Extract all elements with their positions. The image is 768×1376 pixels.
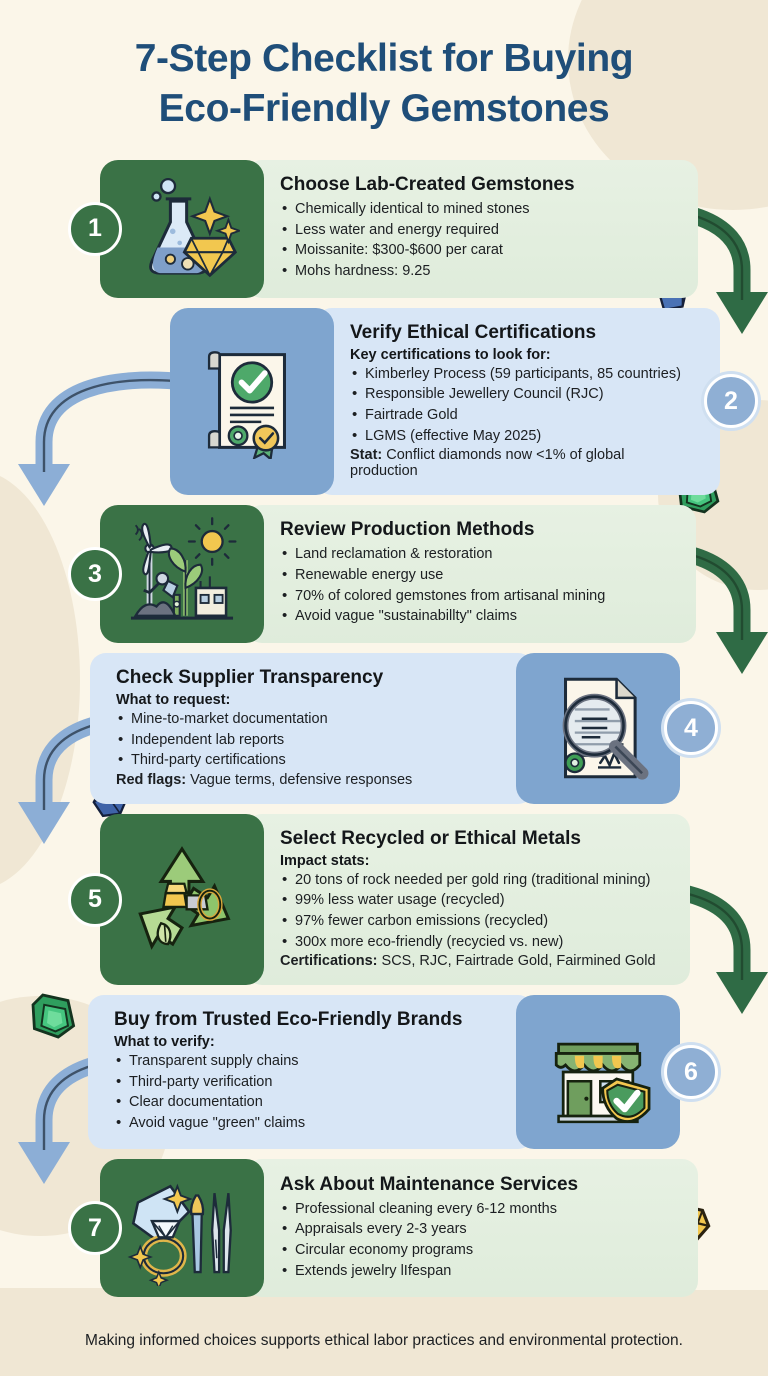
- bullet: 300x more eco-friendly (recycied vs. new…: [280, 931, 664, 953]
- step-footnote-text-4: Vague terms, defensive responses: [190, 771, 413, 788]
- bullet: Appraisals every 2-3 years: [280, 1218, 672, 1240]
- step-7: 7: [68, 1159, 698, 1298]
- step-icon-panel-7: [100, 1159, 264, 1298]
- bullet: Independent lab reports: [116, 729, 500, 751]
- step-bullets-2: Kimberley Process (59 participants, 85 c…: [350, 363, 694, 447]
- ring-cleaning-tools-icon: [127, 1184, 232, 1287]
- step-footnote-text-5: SCS, RJC, Fairtrade Gold, Fairmined Gold: [381, 953, 656, 970]
- bullet: Moissanite: $300-$600 per carat: [280, 239, 672, 261]
- bullet: 70% of colored gemstones from artisanal …: [280, 585, 670, 607]
- bullet: Clear documentation: [114, 1091, 500, 1113]
- step-body-2: Verify Ethical Certifications Key certif…: [316, 307, 720, 496]
- step-icon-panel-2: [170, 307, 334, 496]
- document-magnifier-icon: [562, 678, 649, 781]
- step-bullets-5: 20 tons of rock needed per gold ring (tr…: [280, 869, 664, 953]
- certificate-check-icon: [207, 351, 286, 460]
- step-badge-5: 5: [68, 872, 122, 927]
- step-badge-7: 7: [68, 1201, 122, 1256]
- bullet: Renewable energy use: [280, 564, 670, 586]
- bullet: 97% fewer carbon emissions (recycled): [280, 910, 664, 932]
- header: 7-Step Checklist for Buying Eco-Friendly…: [0, 0, 768, 146]
- step-title-1: Choose Lab-Created Gemstones: [280, 174, 575, 196]
- bullet: Transparent supply chains: [114, 1050, 500, 1072]
- bullet: Mohs hardness: 9.25: [280, 260, 672, 282]
- step-badge-1: 1: [68, 201, 122, 256]
- step-body-6: Buy from Trusted Eco-Friendly Brands Wha…: [88, 995, 534, 1150]
- footer-text: Making informed choices supports ethical…: [85, 1332, 683, 1349]
- step-sublabel-6: What to verify:: [114, 1034, 215, 1051]
- step-6: 6 Buy from: [88, 995, 718, 1150]
- step-title-4: Check Supplier Transparency: [116, 667, 384, 689]
- bullet: Chemically identical to mined stones: [280, 198, 672, 220]
- step-icon-panel-6: [516, 995, 680, 1150]
- step-title-3: Review Production Methods: [280, 519, 535, 541]
- step-icon-panel-5: [100, 813, 264, 986]
- step-footnote-label-5: Certifications:: [280, 953, 378, 970]
- step-body-1: Choose Lab-Created Gemstones Chemically …: [246, 159, 698, 298]
- step-bullets-1: Chemically identical to mined stones Les…: [280, 198, 672, 282]
- recycle-gold-icon: [138, 845, 231, 950]
- bullet: 20 tons of rock needed per gold ring (tr…: [280, 869, 664, 891]
- step-bullets-7: Professional cleaning every 6-12 months …: [280, 1198, 672, 1282]
- step-bullets-4: Mine-to-market documentation Independent…: [116, 708, 500, 771]
- page-title-line2: Eco-Friendly Gemstones: [158, 86, 610, 130]
- bullet: Fairtrade Gold: [350, 404, 694, 426]
- step-footnote-label-4: Red flags:: [116, 771, 187, 788]
- step-icon-panel-1: [100, 159, 264, 298]
- step-title-7: Ask About Maintenance Services: [280, 1173, 579, 1195]
- step-body-5: Select Recycled or Ethical Metals Impact…: [246, 813, 690, 986]
- bullet: Kimberley Process (59 participants, 85 c…: [350, 363, 694, 385]
- bullet: Avoid vague "sustainabillty" claims: [280, 605, 670, 627]
- renewable-industry-icon: [130, 517, 237, 620]
- storefront-shield-icon: [554, 1043, 651, 1124]
- step-badge-6: 6: [664, 1045, 718, 1100]
- bullet: Circular economy programs: [280, 1239, 672, 1261]
- step-footnote-2: Stat: Conflict diamonds now <1% of globa…: [350, 447, 694, 479]
- step-footnote-4: Red flags: Vague terms, defensive respon…: [116, 772, 500, 788]
- step-footnote-5: Certifications: SCS, RJC, Fairtrade Gold…: [280, 953, 664, 969]
- step-icon-panel-4: [516, 653, 680, 804]
- step-footnote-text-2: Conflict diamonds now <1% of global prod…: [350, 447, 625, 480]
- bullet: Avoid vague "green" claims: [114, 1112, 500, 1134]
- step-body-7: Ask About Maintenance Services Professio…: [246, 1159, 698, 1298]
- step-3: 3: [68, 505, 696, 644]
- bullet: Third-party verification: [114, 1071, 500, 1093]
- bullet: Less water and energy required: [280, 219, 672, 241]
- step-badge-4: 4: [664, 701, 718, 756]
- step-4: 4 Check Supplier Tran: [90, 653, 718, 804]
- step-sublabel-4: What to request:: [116, 692, 231, 709]
- bullet: LGMS (effective May 2025): [350, 425, 694, 447]
- step-badge-3: 3: [68, 547, 122, 602]
- bullet: Extends jewelry lIfespan: [280, 1260, 672, 1282]
- step-bullets-6: Transparent supply chains Third-party ve…: [114, 1050, 500, 1134]
- bullet: Third-party certifications: [116, 749, 500, 771]
- step-title-6: Buy from Trusted Eco-Friendly Brands: [114, 1009, 463, 1031]
- flask-diamond-icon: [149, 177, 240, 278]
- step-title-5: Select Recycled or Ethical Metals: [280, 827, 581, 849]
- bullet: Responsible Jewellery Council (RJC): [350, 383, 694, 405]
- bullet: Professional cleaning every 6-12 months: [280, 1198, 672, 1220]
- step-title-2: Verify Ethical Certifications: [350, 321, 597, 343]
- step-icon-panel-3: [100, 505, 264, 644]
- green-emerald-icon-2: [31, 993, 76, 1039]
- page-title: 7-Step Checklist for Buying Eco-Friendly…: [40, 34, 728, 134]
- step-sublabel-2: Key certifications to look for:: [350, 346, 551, 363]
- step-2: 2 Verify Ethical Certifications: [170, 307, 758, 496]
- step-badge-2: 2: [704, 374, 758, 429]
- step-5: 5 Select Recycled or Ethical Metals: [68, 813, 690, 986]
- step-footnote-label-2: Stat:: [350, 447, 383, 464]
- bullet: Mine-to-market documentation: [116, 708, 500, 730]
- page-title-line1: 7-Step Checklist for Buying: [134, 37, 634, 80]
- bullet: Land reclamation & restoration: [280, 543, 670, 565]
- step-sublabel-5: Impact stats:: [280, 852, 370, 869]
- steps-list: 1: [0, 159, 768, 1298]
- step-1: 1: [68, 159, 698, 298]
- bullet: 99% less water usage (recycled): [280, 889, 664, 911]
- step-bullets-3: Land reclamation & restoration Renewable…: [280, 543, 670, 627]
- step-body-3: Review Production Methods Land reclamati…: [246, 505, 696, 644]
- step-body-4: Check Supplier Transparency What to requ…: [90, 653, 534, 804]
